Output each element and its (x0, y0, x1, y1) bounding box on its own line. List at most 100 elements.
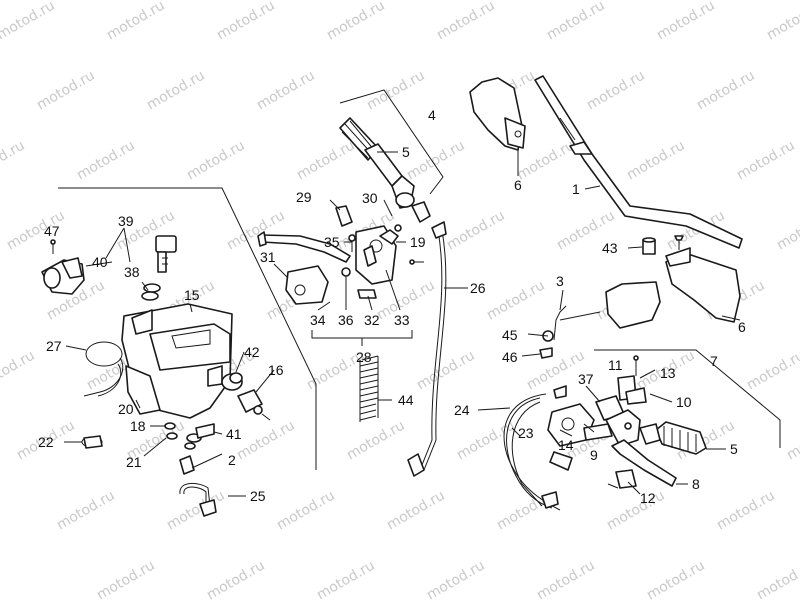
label-16: 16 (268, 362, 284, 378)
watermark-text: motod.ru (384, 487, 448, 533)
label-27: 27 (46, 338, 62, 354)
label-36: 36 (338, 312, 354, 328)
watermark-text: motod.ru (324, 0, 388, 43)
label-2: 2 (228, 452, 236, 468)
spring-44 (359, 355, 379, 422)
watermark-text: motod.ru (314, 557, 378, 600)
watermark-text: motod.ru (34, 67, 98, 113)
label-41: 41 (226, 426, 242, 442)
watermark-text: motod.ru (144, 67, 208, 113)
nut-36 (341, 267, 351, 277)
callout-numbers: 1 4 5 6 43 6 3 45 46 7 11 13 37 10 24 23… (38, 107, 746, 506)
watermark-text: motod.ru (444, 207, 508, 253)
label-44: 44 (398, 392, 414, 408)
label-11: 11 (608, 357, 623, 373)
body-right (605, 409, 641, 447)
label-34: 34 (310, 312, 326, 328)
watermark-text: motod.ru (764, 0, 800, 43)
watermark-text: motod.ru (484, 277, 548, 323)
wire-27 (83, 341, 124, 397)
cap-16 (237, 389, 271, 421)
hand-guard-lower (665, 235, 741, 323)
sleeve-9 (583, 423, 613, 441)
watermark-text: motod.ru (644, 557, 708, 600)
left-grip (339, 117, 431, 223)
label-20: 20 (118, 401, 134, 417)
label-35: 35 (324, 234, 340, 250)
bush-42 (221, 372, 243, 391)
label-40: 40 (92, 254, 108, 270)
clip-32 (357, 289, 377, 299)
watermark-text: motod.ru (604, 487, 668, 533)
label-22: 22 (38, 434, 54, 450)
cable-25 (179, 483, 217, 517)
watermark-text: motod.ru (754, 557, 800, 600)
watermark-text: motod.ru (424, 557, 488, 600)
label-26: 26 (470, 280, 486, 296)
watermark-text: motod.ru (784, 417, 800, 463)
label-46: 46 (502, 349, 518, 365)
key-lock-40 (41, 257, 85, 295)
bracket-12 (607, 469, 637, 489)
mirror-3 (539, 281, 661, 359)
right-grip (639, 421, 707, 455)
label-24: 24 (454, 402, 470, 418)
label-21: 21 (126, 454, 142, 470)
screw-33 (409, 259, 424, 265)
body-20 (125, 365, 161, 415)
watermark-text: motod.ru (344, 417, 408, 463)
leader-lines (64, 148, 741, 497)
label-29: 29 (296, 189, 312, 205)
label-4: 4 (428, 107, 436, 123)
lever-left (257, 231, 351, 263)
watermark-text: motod.ru (734, 137, 798, 183)
label-32: 32 (364, 312, 380, 328)
label-45: 45 (502, 327, 518, 343)
label-42: 42 (244, 344, 260, 360)
watermark-text: motod.ru (774, 207, 800, 253)
label-39: 39 (118, 213, 134, 229)
screw-47 (50, 239, 56, 254)
label-33: 33 (394, 312, 410, 328)
watermark-text: motod.ru (694, 67, 758, 113)
watermark-text: motod.ru (254, 67, 318, 113)
watermark-text: motod.ru (404, 137, 468, 183)
watermark-text: motod.ru (294, 137, 358, 183)
watermark-text: motod.ru (0, 137, 28, 183)
watermark-text: motod.ru (74, 137, 138, 183)
watermark-text: motod.ru (744, 347, 800, 393)
watermark-text: motod.ru (104, 0, 168, 43)
clip-41 (195, 423, 215, 439)
watermark-text: motod.ru (274, 487, 338, 533)
label-7: 7 (710, 353, 718, 369)
watermark-text: motod.ru (654, 0, 718, 43)
label-8: 8 (692, 476, 700, 492)
switch-housing-15 (121, 303, 233, 419)
label-28: 28 (356, 349, 372, 365)
lever-right-8 (611, 439, 677, 487)
watermark-text: motod.ru (544, 0, 608, 43)
handlebar (534, 75, 743, 249)
label-37: 37 (578, 371, 594, 387)
hand-guard-upper (469, 77, 526, 151)
watermark-text: motod.ru (214, 0, 278, 43)
watermark-text: motod.ru (414, 347, 478, 393)
label-31: 31 (260, 249, 276, 265)
label-12: 12 (640, 490, 656, 506)
label-23: 23 (518, 425, 534, 441)
watermark-text: motod.ru (534, 557, 598, 600)
label-6-upper: 6 (514, 177, 522, 193)
throttle-14 (547, 403, 595, 471)
label-15: 15 (184, 287, 200, 303)
pin-29 (335, 205, 353, 227)
label-10: 10 (676, 394, 692, 410)
watermark-text: motod.ru (94, 557, 158, 600)
label-13: 13 (660, 365, 676, 381)
spacer-43 (642, 237, 656, 255)
cylinder-38 (141, 283, 161, 301)
label-6-lower: 6 (738, 319, 746, 335)
watermark-text: motod.ru (0, 0, 58, 43)
master-body (355, 224, 402, 285)
